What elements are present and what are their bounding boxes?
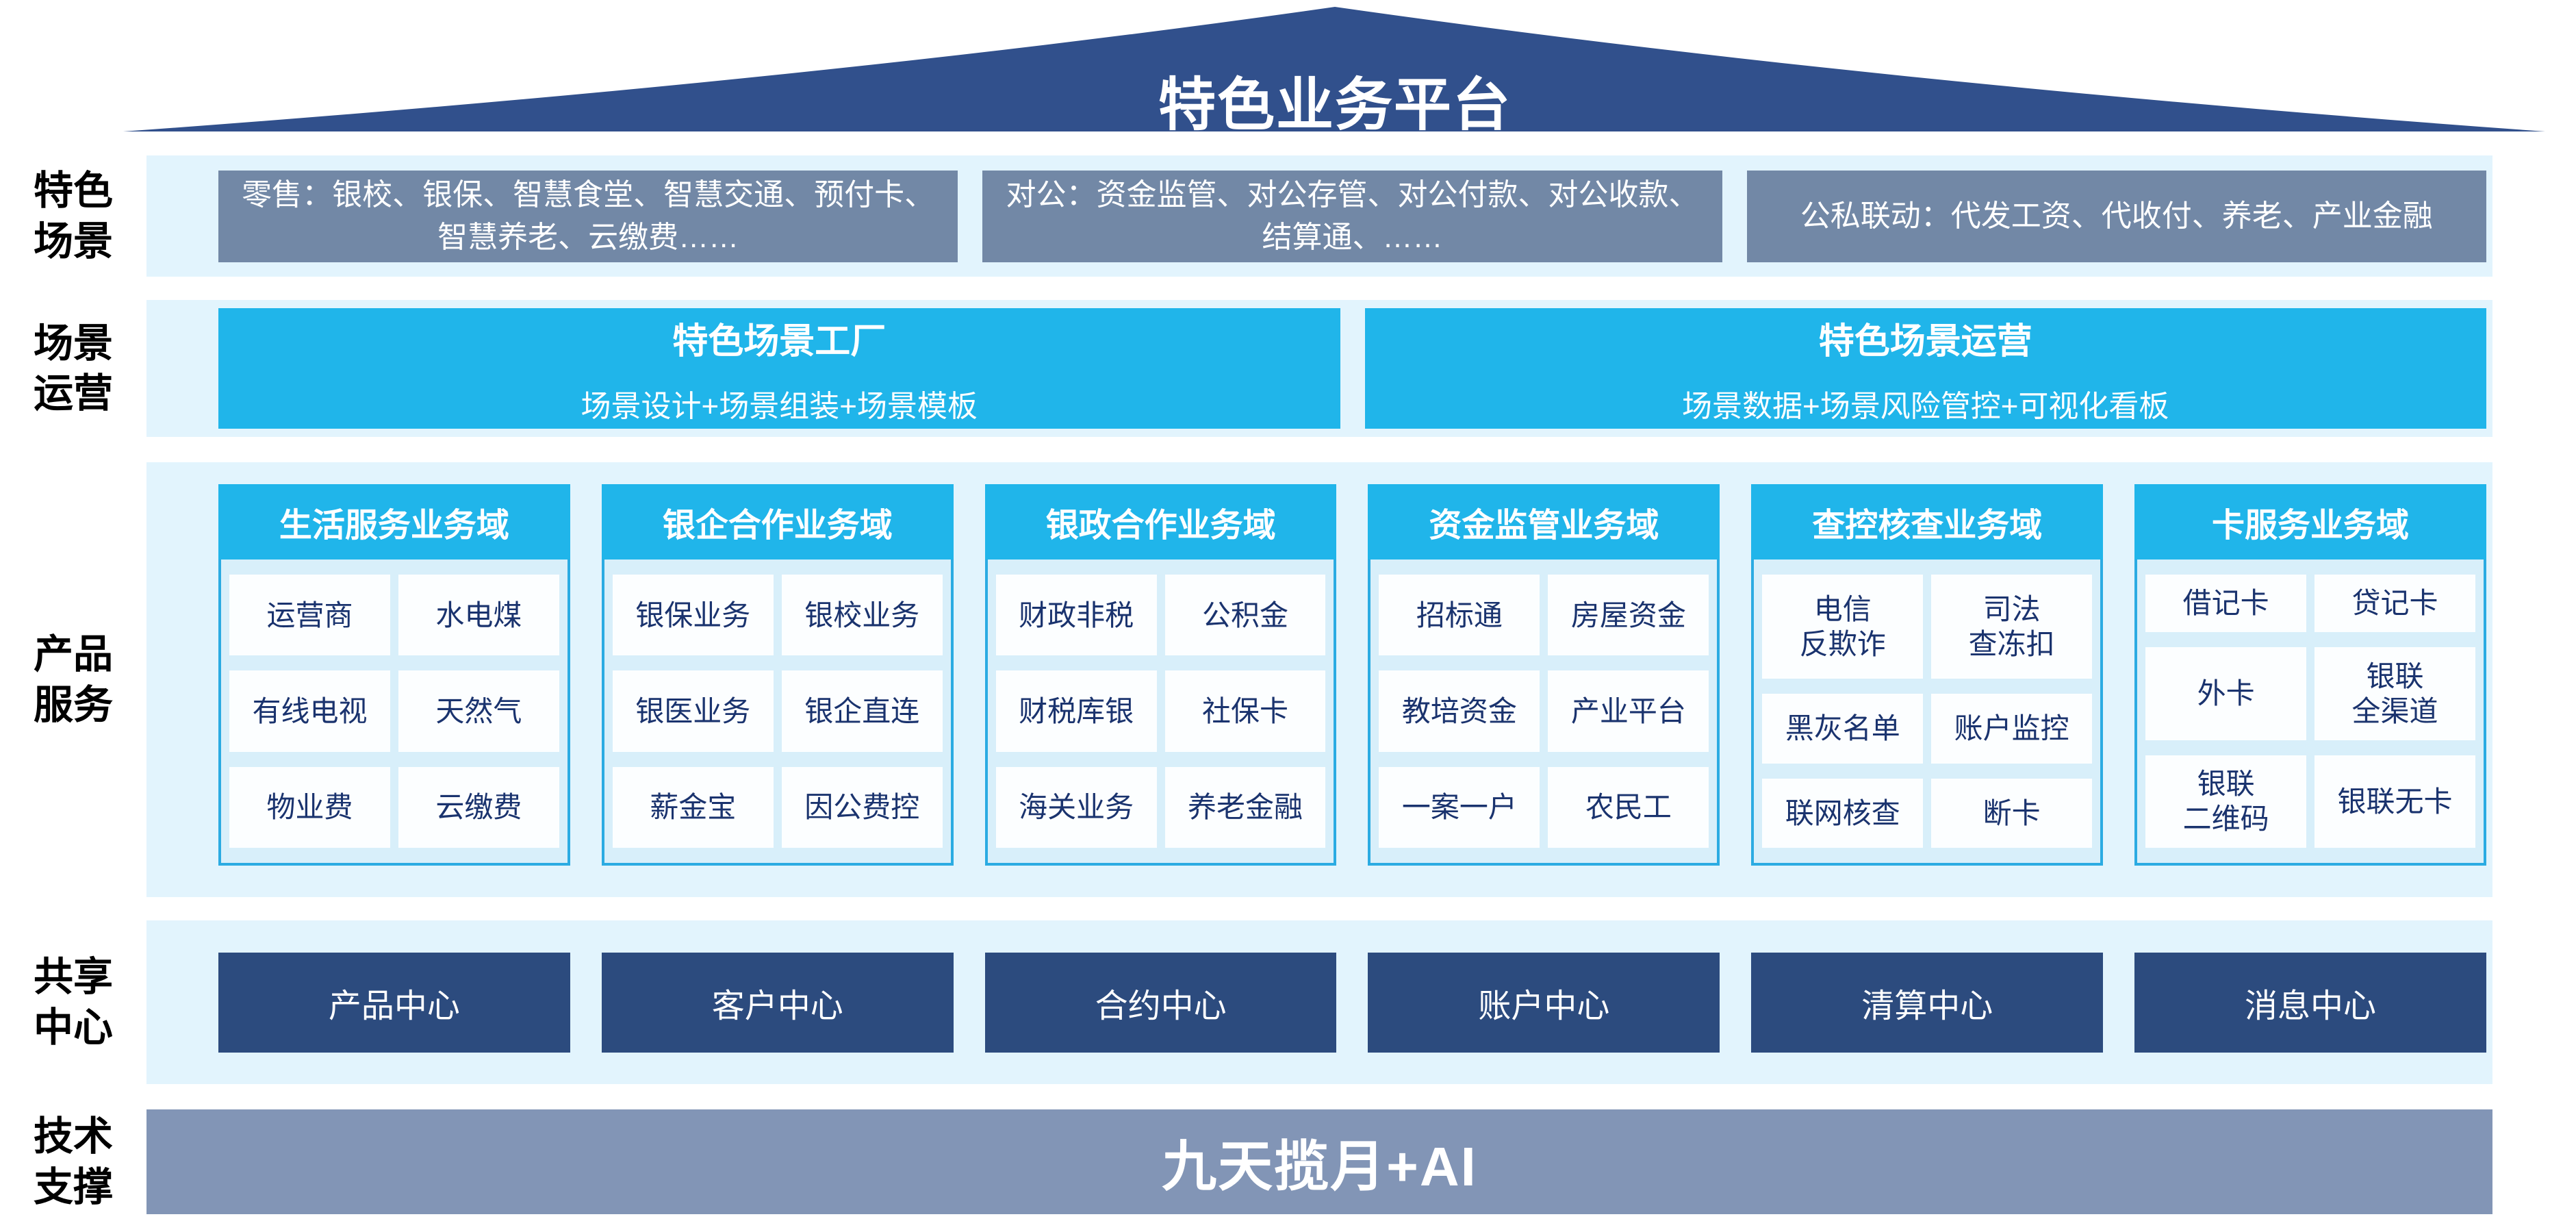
operation-row-content: 特色场景工厂 场景设计+场景组装+场景模板 特色场景运营 场景数据+场景风险管控…: [146, 300, 2492, 437]
row-label-line: 技术: [33, 1114, 113, 1159]
product-cell: 银联无卡: [2314, 755, 2475, 848]
op-box-scene-factory: 特色场景工厂 场景设计+场景组装+场景模板: [218, 308, 1340, 429]
scene-box-public-private-linkage: 公私联动：代发工资、代收付、养老、产业金融: [1746, 170, 2486, 262]
product-column-card-service: 卡服务业务域 借记卡 贷记卡 外卡 银联 全渠道 银联 二维码 银联无卡: [2134, 484, 2486, 866]
row-label-product: 产品 服务: [0, 462, 146, 897]
product-column-life-service: 生活服务业务域 运营商 水电煤 有线电视 天然气 物业费 云缴费: [218, 484, 570, 866]
product-column-header: 卡服务业务域: [2134, 484, 2486, 560]
product-column-bank-government: 银政合作业务域 财政非税 公积金 财税库银 社保卡 海关业务 养老金融: [984, 484, 1337, 866]
product-column-fund-supervision: 资金监管业务域 招标通 房屋资金 教培资金 产业平台 一案一户 农民工: [1368, 484, 1720, 866]
product-cell: 银联 二维码: [2145, 755, 2307, 848]
op-box-subtitle: 场景数据+场景风险管控+可视化看板: [1682, 389, 2169, 423]
product-cell: 财政非税: [995, 575, 1157, 656]
row-label-line: 共享: [33, 955, 113, 1000]
product-cell: 银联 全渠道: [2314, 647, 2475, 740]
row-label-scene: 特色 场景: [0, 155, 146, 277]
product-column-header: 银政合作业务域: [984, 484, 1337, 560]
product-cell: 薪金宝: [612, 766, 774, 848]
product-cell: 房屋资金: [1548, 575, 1709, 656]
row-label-tech: 技术 支撑: [0, 1109, 146, 1214]
share-row-content: 产品中心 客户中心 合约中心 账户中心 清算中心 消息中心: [146, 920, 2492, 1084]
product-cell: 断卡: [1931, 778, 2093, 848]
product-row-content: 生活服务业务域 运营商 水电煤 有线电视 天然气 物业费 云缴费 银企合作业务域…: [146, 462, 2492, 897]
product-column-header: 生活服务业务域: [218, 484, 570, 560]
product-cell: 一案一户: [1379, 766, 1540, 848]
row-label-share: 共享 中心: [0, 920, 146, 1084]
product-cell: 银医业务: [612, 670, 774, 752]
product-column-header: 资金监管业务域: [1368, 484, 1720, 560]
product-cell: 银校业务: [781, 575, 943, 656]
product-cell: 天然气: [398, 670, 559, 752]
row-label-line: 运营: [33, 371, 113, 416]
product-cell: 社保卡: [1164, 670, 1326, 752]
share-box-message-center: 消息中心: [2134, 952, 2486, 1053]
row-label-line: 场景: [33, 218, 113, 264]
scene-box-retail: 零售：银校、银保、智慧食堂、智慧交通、预付卡、智慧养老、云缴费……: [218, 170, 958, 262]
product-column-header: 查控核查业务域: [1751, 484, 2104, 560]
product-cell: 产业平台: [1548, 670, 1709, 752]
share-box-clearing-center: 清算中心: [1751, 952, 2104, 1053]
product-column-body: 财政非税 公积金 财税库银 社保卡 海关业务 养老金融: [984, 560, 1337, 866]
product-cell: 云缴费: [398, 766, 559, 848]
product-cell: 外卡: [2145, 647, 2307, 740]
product-column-body: 运营商 水电煤 有线电视 天然气 物业费 云缴费: [218, 560, 570, 866]
row-label-line: 特色: [33, 168, 113, 214]
share-box-customer-center: 客户中心: [601, 952, 954, 1053]
diagram-title: 特色业务平台: [1158, 73, 1512, 137]
product-cell: 联网核查: [1762, 778, 1924, 848]
product-cell: 招标通: [1379, 575, 1540, 656]
product-column-body: 借记卡 贷记卡 外卡 银联 全渠道 银联 二维码 银联无卡: [2134, 560, 2486, 866]
row-operation: 场景 运营 特色场景工厂 场景设计+场景组装+场景模板 特色场景运营 场景数据+…: [0, 300, 2576, 437]
row-tech: 技术 支撑 九天揽月+AI: [0, 1109, 2576, 1214]
row-label-line: 服务: [33, 682, 113, 727]
product-cell: 贷记卡: [2314, 575, 2475, 633]
product-column-body: 招标通 房屋资金 教培资金 产业平台 一案一户 农民工: [1368, 560, 1720, 866]
tech-support-bar: 九天揽月+AI: [146, 1109, 2492, 1214]
product-cell: 教培资金: [1379, 670, 1540, 752]
share-box-account-center: 账户中心: [1368, 952, 1720, 1053]
op-box-scene-operation: 特色场景运营 场景数据+场景风险管控+可视化看板: [1364, 308, 2486, 429]
scene-row-content: 零售：银校、银保、智慧食堂、智慧交通、预付卡、智慧养老、云缴费…… 对公：资金监…: [146, 155, 2492, 277]
product-cell: 司法 查冻扣: [1931, 575, 2093, 679]
product-cell: 账户监控: [1931, 694, 2093, 764]
product-cell: 借记卡: [2145, 575, 2307, 633]
op-box-title: 特色场景工厂: [672, 321, 887, 362]
row-label-operation: 场景 运营: [0, 300, 146, 437]
product-cell: 有线电视: [229, 670, 390, 752]
product-column-bank-enterprise: 银企合作业务域 银保业务 银校业务 银医业务 银企直连 薪金宝 因公费控: [601, 484, 954, 866]
product-cell: 财税库银: [995, 670, 1157, 752]
product-cell: 黑灰名单: [1762, 694, 1924, 764]
product-cell: 运营商: [229, 575, 390, 656]
roof-banner-shape: [123, 7, 2545, 131]
product-cell: 养老金融: [1164, 766, 1326, 848]
product-column-body: 电信 反欺诈 司法 查冻扣 黑灰名单 账户监控 联网核查 断卡: [1751, 560, 2104, 866]
row-product: 产品 服务 生活服务业务域 运营商 水电煤 有线电视 天然气 物业费 云缴费 银…: [0, 462, 2576, 897]
product-column-inspection-verification: 查控核查业务域 电信 反欺诈 司法 查冻扣 黑灰名单 账户监控 联网核查 断卡: [1751, 484, 2104, 866]
product-cell: 海关业务: [995, 766, 1157, 848]
op-box-title: 特色场景运营: [1818, 321, 2032, 362]
row-label-line: 支撑: [33, 1164, 113, 1209]
row-share: 共享 中心 产品中心 客户中心 合约中心 账户中心 清算中心 消息中心: [0, 920, 2576, 1084]
product-cell: 物业费: [229, 766, 390, 848]
product-cell: 农民工: [1548, 766, 1709, 848]
product-cell: 因公费控: [781, 766, 943, 848]
share-box-product-center: 产品中心: [218, 952, 570, 1053]
product-cell: 水电煤: [398, 575, 559, 656]
scene-box-corporate: 对公：资金监管、对公存管、对公付款、对公收款、结算通、……: [982, 170, 1722, 262]
row-label-line: 产品: [33, 632, 113, 677]
product-column-header: 银企合作业务域: [601, 484, 954, 560]
product-column-body: 银保业务 银校业务 银医业务 银企直连 薪金宝 因公费控: [601, 560, 954, 866]
tech-support-title: 九天揽月+AI: [1162, 1135, 1477, 1197]
product-cell: 公积金: [1164, 575, 1326, 656]
row-label-line: 中心: [33, 1005, 113, 1050]
product-cell: 银保业务: [612, 575, 774, 656]
share-box-contract-center: 合约中心: [984, 952, 1337, 1053]
row-scene: 特色 场景 零售：银校、银保、智慧食堂、智慧交通、预付卡、智慧养老、云缴费…… …: [0, 155, 2576, 277]
row-label-line: 场景: [33, 320, 113, 366]
product-cell: 电信 反欺诈: [1762, 575, 1924, 679]
op-box-subtitle: 场景设计+场景组装+场景模板: [581, 389, 978, 423]
product-cell: 银企直连: [781, 670, 943, 752]
